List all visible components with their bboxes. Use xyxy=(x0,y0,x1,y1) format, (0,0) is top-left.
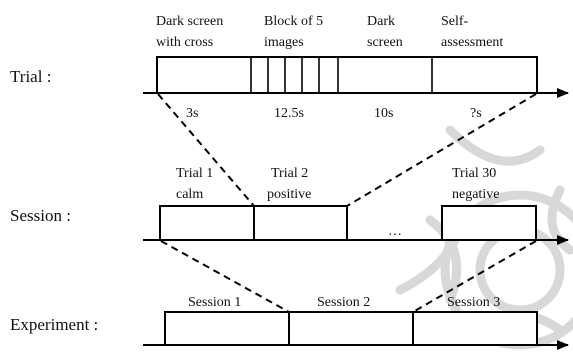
session-3-box xyxy=(412,311,538,346)
session-trial-2-box xyxy=(253,205,348,241)
session-2-box xyxy=(288,311,414,346)
trial-header-dark-line2: screen xyxy=(367,35,403,50)
session-1-label: Session 1 xyxy=(188,295,241,310)
session-boxes xyxy=(159,205,537,241)
trial-row-label: Trial : xyxy=(10,67,51,86)
experiment-row-label: Experiment : xyxy=(10,315,98,334)
duration-3s: 3s xyxy=(186,106,198,121)
trial-boxes xyxy=(156,56,538,94)
session-1-box xyxy=(164,311,290,346)
trial-header-self-line2: assessment xyxy=(441,35,503,50)
session-trial-30-box xyxy=(441,205,537,241)
zoom-line-trial-left xyxy=(157,93,255,207)
duration-12-5s: 12.5s xyxy=(274,106,304,121)
session-ellipsis: … xyxy=(388,224,402,239)
zoom-line-trial-right xyxy=(346,93,537,207)
session-row-label: Session : xyxy=(10,206,71,225)
duration-unknown: ?s xyxy=(470,106,482,121)
trial-timeline-box xyxy=(156,56,538,94)
experiment-boxes xyxy=(164,311,538,346)
experiment-labels: Session 1 Session 2 Session 3 xyxy=(188,295,500,310)
trial-header-images-line1: Block of 5 xyxy=(264,14,323,29)
trial-header-images-line2: images xyxy=(264,35,304,50)
session-trial-1-box xyxy=(159,205,255,241)
session-3-label: Session 3 xyxy=(447,295,500,310)
session-labels: Trial 1 calm Trial 2 positive Trial 30 n… xyxy=(176,166,499,239)
trial-1-emotion: calm xyxy=(176,187,203,202)
trial-2-name: Trial 2 xyxy=(271,166,308,181)
trial-30-emotion: negative xyxy=(452,187,499,202)
trial-header-dark-cross-line2: with cross xyxy=(156,35,213,50)
trial-durations: 3s 12.5s 10s ?s xyxy=(186,106,482,121)
trial-30-name: Trial 30 xyxy=(452,166,496,181)
trial-2-emotion: positive xyxy=(267,187,311,202)
trial-header-dark-cross-line1: Dark screen xyxy=(156,14,223,29)
trial-header-dark-line1: Dark xyxy=(367,14,395,29)
trial-headers: Dark screen with cross Block of 5 images… xyxy=(156,14,503,50)
zoom-line-session-left xyxy=(160,240,290,313)
session-2-label: Session 2 xyxy=(317,295,370,310)
trial-header-self-line1: Self- xyxy=(441,14,469,29)
trial-1-name: Trial 1 xyxy=(176,166,213,181)
duration-10s: 10s xyxy=(374,106,393,121)
